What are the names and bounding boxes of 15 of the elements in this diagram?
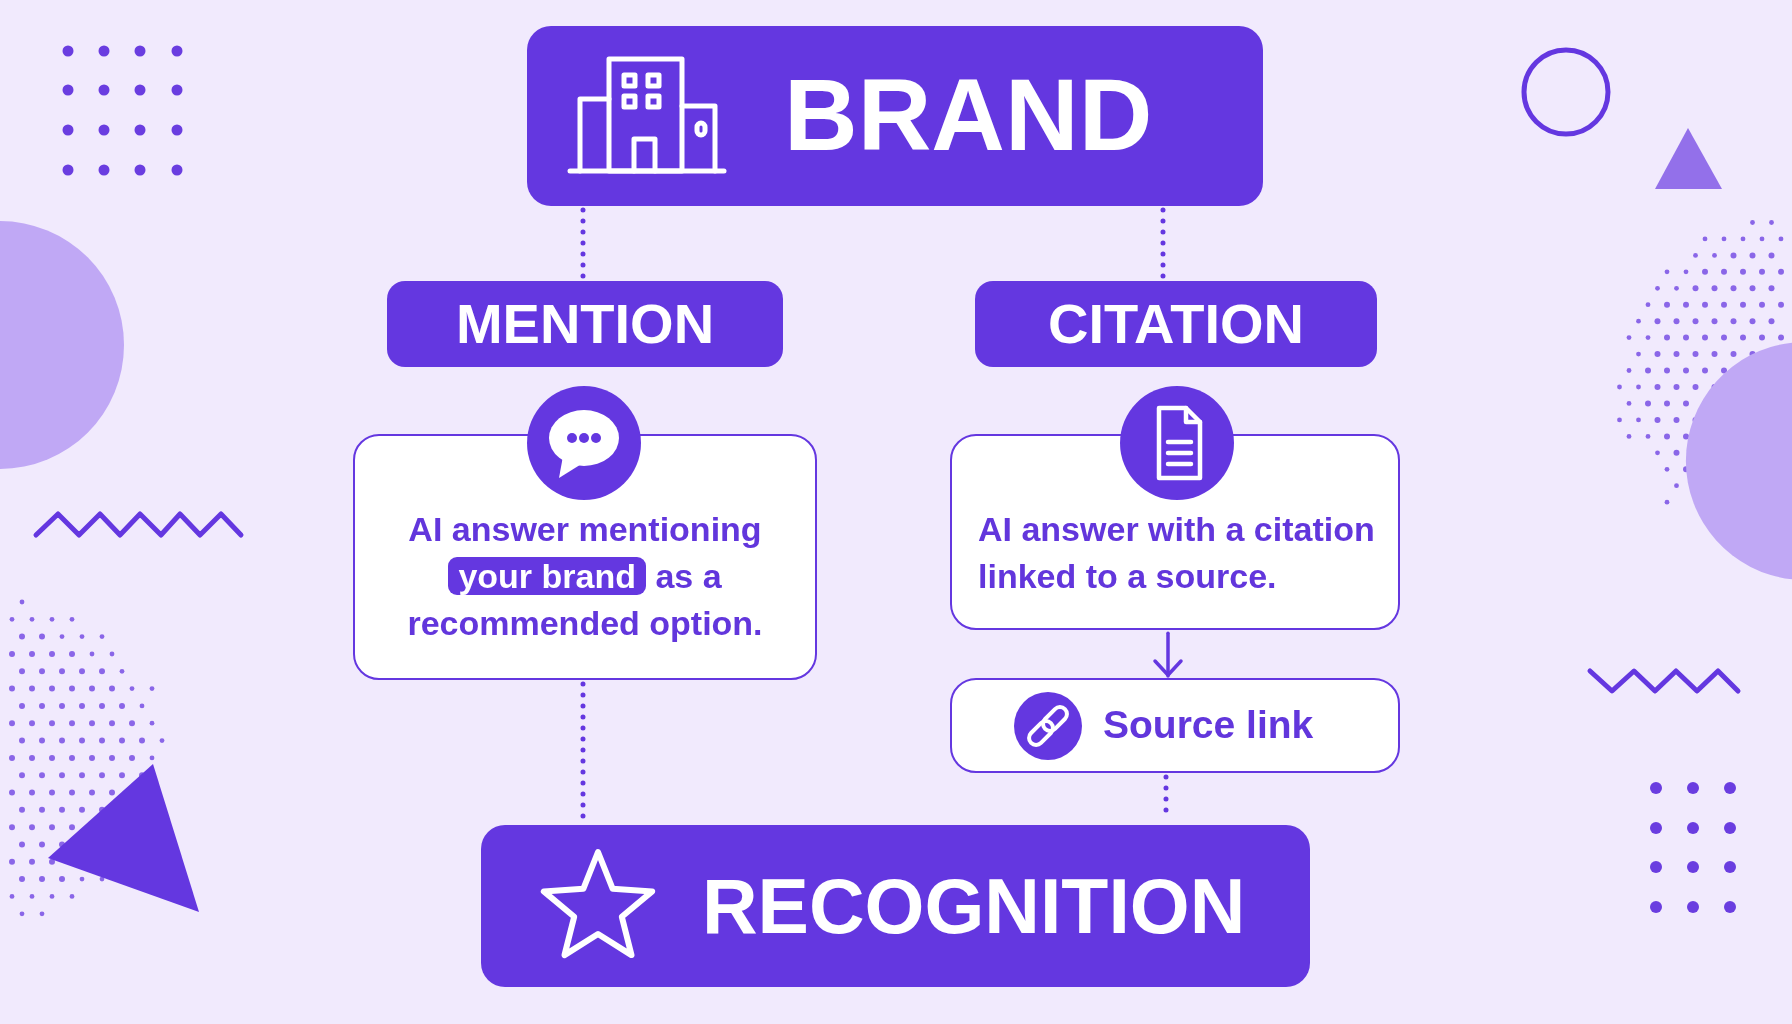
description-text: AI answer with a citation linked to a source. — [978, 509, 1376, 597]
card-label: Source link — [1103, 703, 1314, 748]
dotted-connector — [1160, 207, 1166, 280]
box-label: RECOGNITION — [702, 861, 1246, 951]
category-box — [387, 281, 783, 367]
box-label: MENTION — [455, 291, 715, 357]
dotted-connector — [580, 207, 586, 280]
description-text: AI answer mentioning your brand as a recommended option. — [406, 509, 764, 644]
link-card — [950, 678, 1400, 773]
arrow — [1153, 631, 1183, 678]
box-label: CITATION — [1047, 291, 1305, 357]
header-box — [527, 26, 1263, 206]
result-box — [481, 825, 1310, 987]
category-box — [975, 281, 1377, 367]
box-label: BRAND — [784, 57, 1153, 175]
